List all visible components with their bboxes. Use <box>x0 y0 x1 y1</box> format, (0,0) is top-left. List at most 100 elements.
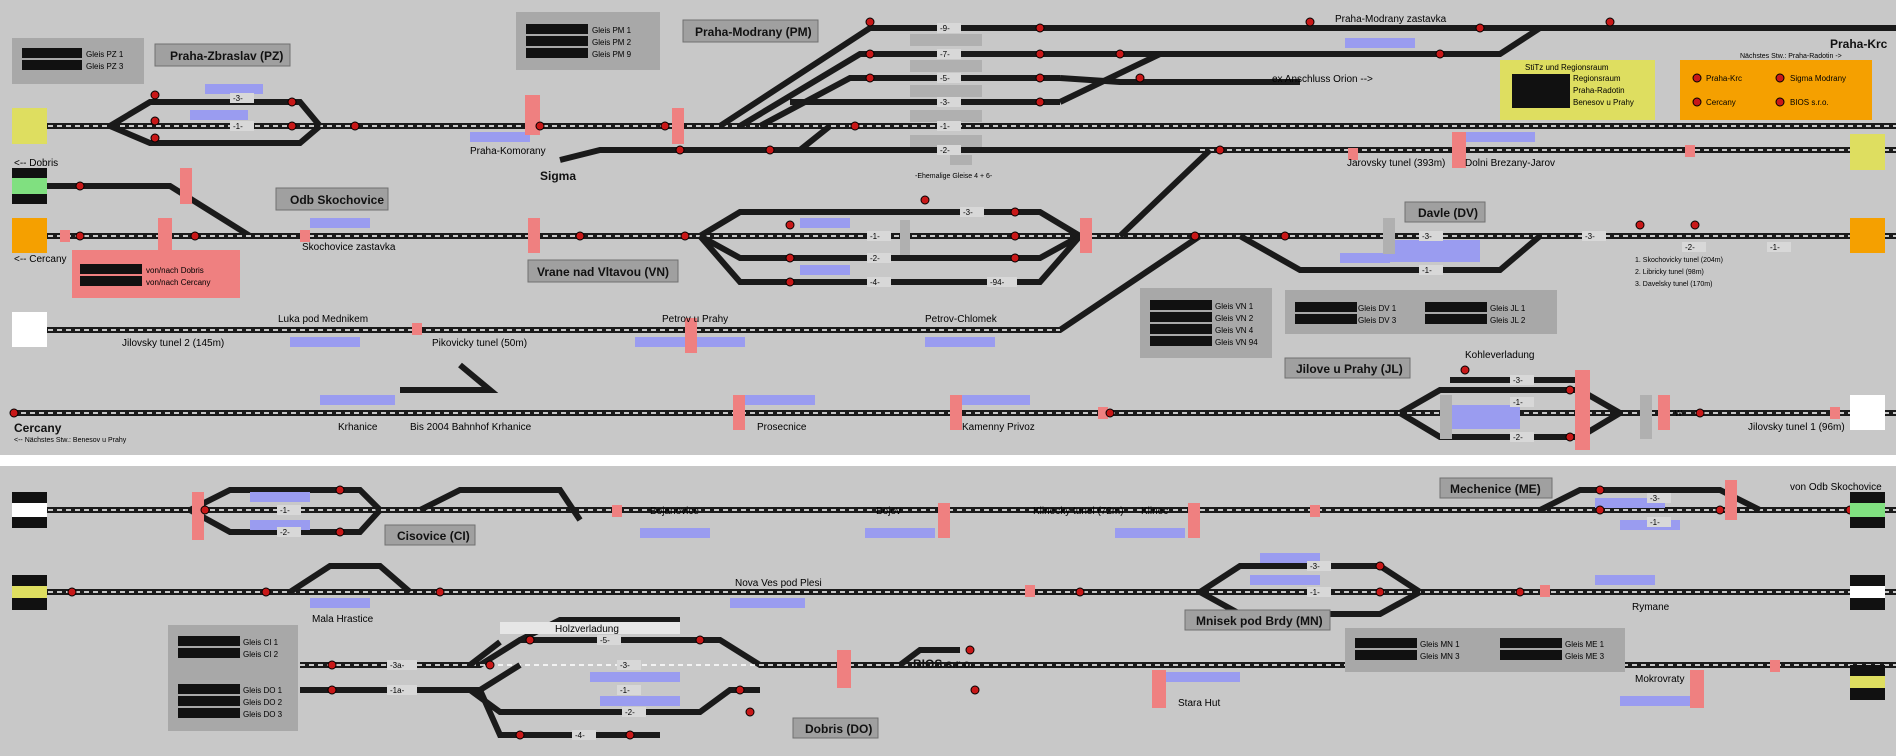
svg-text:von Odb Skochovice: von Odb Skochovice <box>1790 482 1882 493</box>
svg-text:Jilovsky tunel 2 (145m): Jilovsky tunel 2 (145m) <box>122 338 224 349</box>
track-number-vn-1: -1- <box>870 232 880 241</box>
track-number-mn-0: -3- <box>1310 562 1320 571</box>
svg-text:Mnisek pod Brdy (MN): Mnisek pod Brdy (MN) <box>1196 614 1323 628</box>
track-number-bg <box>1419 231 1443 241</box>
track-number-bg <box>937 23 961 33</box>
track-number-bg <box>1647 493 1671 503</box>
svg-text:Gleis MN 1: Gleis MN 1 <box>1420 640 1460 649</box>
svg-text:StiTz und Regionsraum: StiTz und Regionsraum <box>1525 63 1609 72</box>
track-number-bg <box>622 707 646 717</box>
track-number-jl-1: -1- <box>1513 398 1523 407</box>
svg-text:Jilovsky tunel 1 (96m): Jilovsky tunel 1 (96m) <box>1748 422 1845 433</box>
track-number-bg <box>1647 517 1671 527</box>
track-number-bg <box>1307 561 1331 571</box>
svg-text:Gleis PM 2: Gleis PM 2 <box>592 38 632 47</box>
svg-text:Praha-Radotin: Praha-Radotin <box>1573 86 1625 95</box>
track-number-bg <box>277 505 301 515</box>
svg-text:Kohleverladung: Kohleverladung <box>1465 350 1535 361</box>
svg-text:ex Anschluss Orion -->: ex Anschluss Orion --> <box>1272 74 1373 85</box>
track-number-pm-4: -1- <box>940 122 950 131</box>
legend-orange: Praha-Krc Sigma Modrany Cercany BIOS s.r… <box>1680 60 1872 120</box>
svg-text:Jarovsky tunel (393m): Jarovsky tunel (393m) <box>1347 158 1445 169</box>
svg-text:Cercany: Cercany <box>1706 98 1736 107</box>
svg-text:Bis 2004 Bahnhof Krhanice: Bis 2004 Bahnhof Krhanice <box>410 422 532 433</box>
svg-text:Gleis PM 9: Gleis PM 9 <box>592 50 632 59</box>
text-labels: <-- Dobris <-- Cercany Praha-Komorany Si… <box>14 14 1888 709</box>
svg-text:von/nach Dobris: von/nach Dobris <box>146 266 204 275</box>
svg-text:2. Libricky tunel (98m): 2. Libricky tunel (98m) <box>1635 269 1704 276</box>
svg-text:Cisovice (CI): Cisovice (CI) <box>397 529 470 543</box>
header-mechenice[interactable]: Mechenice (ME) <box>1439 477 1553 499</box>
svg-text:Odb Skochovice: Odb Skochovice <box>290 193 384 207</box>
header-praha-modrany[interactable]: Praha-Modrany (PM) <box>682 19 819 43</box>
svg-text:Gleis PM 1: Gleis PM 1 <box>592 26 632 35</box>
svg-text:Gleis ME 1: Gleis ME 1 <box>1565 640 1605 649</box>
header-vrane[interactable]: Vrane nad Vltavou (VN) <box>527 259 679 283</box>
legend-stitz: StiTz und Regionsraum Regionsraum Praha-… <box>1500 60 1655 120</box>
svg-text:Nächstes Stw.: Praha-Radotin -: Nächstes Stw.: Praha-Radotin -> <box>1740 53 1842 60</box>
track-number-skoch-2: -1- <box>1770 243 1780 252</box>
svg-text:Dolni Brezany-Jarov: Dolni Brezany-Jarov <box>1465 158 1555 169</box>
track-number-bg <box>1682 242 1706 252</box>
header-cisovice[interactable]: Cisovice (CI) <box>384 524 476 546</box>
svg-text:von/nach Cercany: von/nach Cercany <box>146 278 210 287</box>
header-davle[interactable]: Davle (DV) <box>1404 201 1486 223</box>
svg-text:Praha-Modrany zastavka: Praha-Modrany zastavka <box>1335 14 1447 25</box>
track-number-bg <box>867 277 891 287</box>
track-number-pm-1: -7- <box>940 50 950 59</box>
svg-text:Gleis VN 4: Gleis VN 4 <box>1215 326 1254 335</box>
track-number-mn-1: -1- <box>1310 588 1320 597</box>
track-number-w: -W- <box>1672 409 1685 418</box>
header-dobris[interactable]: Dobris (DO) <box>792 717 879 739</box>
track-number-pz-1: -1- <box>233 122 243 131</box>
track-number-pm-5: -2- <box>940 146 950 155</box>
svg-text:Praha-Krc: Praha-Krc <box>1830 37 1888 51</box>
svg-text:Kamenny Privoz: Kamenny Privoz <box>962 422 1035 433</box>
track-number-vn-3: -4- <box>870 278 880 287</box>
svg-text:Regionsraum: Regionsraum <box>1573 74 1621 83</box>
svg-text:Gleis VN 2: Gleis VN 2 <box>1215 314 1254 323</box>
svg-text:Nova Ves pod Plesi: Nova Ves pod Plesi <box>735 578 822 589</box>
track-number-do-1: -3- <box>620 661 630 670</box>
end-markers <box>12 108 1885 700</box>
track-number-pm-3: -3- <box>940 98 950 107</box>
svg-text:Gleis DO 2: Gleis DO 2 <box>243 698 283 707</box>
svg-text:Sigma Modrany: Sigma Modrany <box>1790 74 1846 83</box>
track-number-pz-0: -3- <box>233 94 243 103</box>
svg-text:Benesov u Prahy: Benesov u Prahy <box>1573 98 1634 107</box>
svg-text:Skochovice zastavka: Skochovice zastavka <box>302 242 396 253</box>
track-number-vn-4: -94- <box>990 278 1005 287</box>
track-number-bg <box>230 121 254 131</box>
track-number-bg <box>937 73 961 83</box>
header-praha-zbraslav[interactable]: Praha-Zbraslav (PZ) <box>154 43 291 67</box>
svg-text:Gleis VN 94: Gleis VN 94 <box>1215 338 1258 347</box>
svg-text:Bojanovice: Bojanovice <box>650 506 699 517</box>
svg-text:Rymane: Rymane <box>1632 602 1670 613</box>
svg-text:Bojov: Bojov <box>876 506 901 517</box>
track-number-vn-0: -3- <box>963 208 973 217</box>
svg-text:Klinec: Klinec <box>1141 506 1168 517</box>
svg-text:Gleis DO 1: Gleis DO 1 <box>243 686 283 695</box>
svg-text:Luka pod Mednikem: Luka pod Mednikem <box>278 314 368 325</box>
header-mnisek[interactable]: Mnisek pod Brdy (MN) <box>1184 609 1331 631</box>
svg-text:Mala Hrastice: Mala Hrastice <box>312 614 374 625</box>
track-number-bg <box>937 121 961 131</box>
header-odb-skochovice[interactable]: Odb Skochovice <box>275 187 389 211</box>
track-number-ci-0: -1- <box>280 506 290 515</box>
track-number-bg <box>1767 242 1791 252</box>
track-number-bg <box>1510 375 1534 385</box>
track-number-do-6: -1a- <box>390 686 405 695</box>
svg-text:BIOS s.r.o.: BIOS s.r.o. <box>1790 98 1829 107</box>
svg-text:Gleis PZ 3: Gleis PZ 3 <box>86 62 124 71</box>
tracks-lower <box>12 487 1896 738</box>
track-number-me-0: -3- <box>1650 494 1660 503</box>
track-number-bg <box>1307 587 1331 597</box>
svg-text:Holzverladung: Holzverladung <box>555 624 619 635</box>
track-number-bg <box>230 93 254 103</box>
header-jilove[interactable]: Jilove u Prahy (JL) <box>1284 357 1411 379</box>
svg-text:Petrov-Chlomek: Petrov-Chlomek <box>925 314 998 325</box>
